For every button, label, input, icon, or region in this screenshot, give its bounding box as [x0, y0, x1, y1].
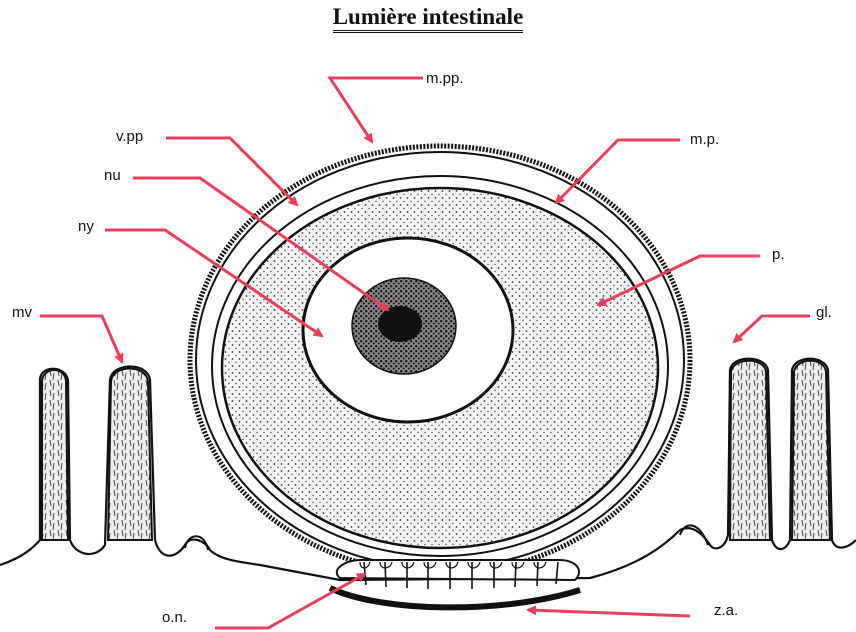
label-mpp: m.pp.	[426, 70, 464, 87]
label-p: p.	[772, 246, 785, 263]
attachment-zone	[330, 588, 580, 607]
label-on: o.n.	[162, 609, 187, 626]
label-gl: gl.	[816, 304, 832, 321]
arrow-gl	[734, 316, 810, 342]
arrow-za	[528, 610, 690, 616]
label-mv: mv	[12, 304, 32, 321]
label-ny: ny	[78, 218, 94, 235]
arrow-mpp	[330, 78, 423, 142]
label-mp: m.p.	[690, 131, 719, 148]
label-za: z.a.	[714, 602, 738, 619]
arrow-mv	[40, 316, 122, 362]
label-vpp: v.pp	[116, 128, 143, 145]
microvilli-left	[42, 369, 152, 541]
arrow-vpp	[166, 138, 297, 205]
label-nu: nu	[104, 167, 121, 184]
microvilli-right	[730, 361, 830, 540]
arrow-on	[215, 574, 365, 628]
feeder-organelle	[337, 560, 579, 589]
